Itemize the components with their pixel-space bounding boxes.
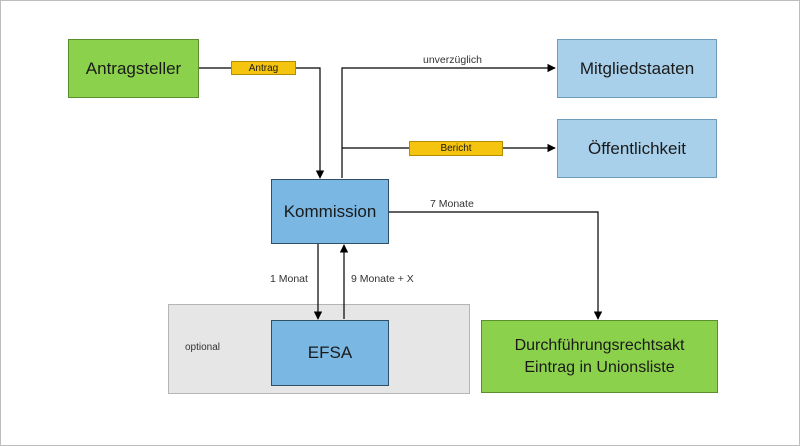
- node-commission: Kommission: [271, 179, 389, 244]
- label-seven-months: 7 Monate: [430, 198, 474, 210]
- optional-label: optional: [185, 342, 221, 353]
- label-nine-months-x: 9 Monate + X: [351, 273, 414, 285]
- arrow-commission-to-implementing-act: [389, 211, 603, 320]
- tag-application: Antrag: [231, 61, 296, 75]
- node-member-states: Mitgliedstaaten: [557, 39, 717, 98]
- implementing-act-line-2: Eintrag in Unionsliste: [524, 358, 675, 376]
- node-implementing-act: Durchführungsrechtsakt Eintrag in Unions…: [481, 320, 718, 393]
- arrow-commission-to-member-states: [341, 63, 556, 178]
- arrow-applicant-to-commission: [199, 67, 325, 179]
- node-public: Öffentlichkeit: [557, 119, 717, 178]
- label-one-month: 1 Monat: [270, 273, 308, 285]
- tag-report: Bericht: [409, 141, 503, 156]
- node-applicant: Antragsteller: [68, 39, 199, 98]
- implementing-act-line-1: Durchführungsrechtsakt: [514, 336, 685, 354]
- label-immediately: unverzüglich: [423, 54, 482, 66]
- node-efsa: EFSA: [271, 320, 389, 386]
